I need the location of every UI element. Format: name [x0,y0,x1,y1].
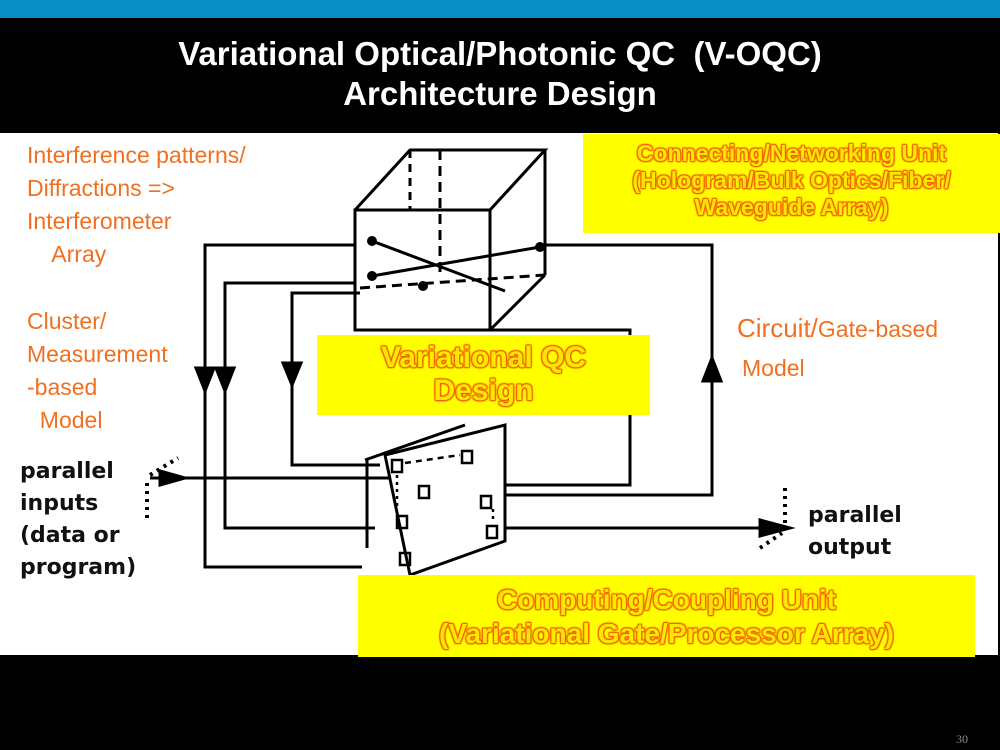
parallel-inputs-label: parallel inputs (data or program) [20,459,137,580]
title-line-2: Architecture Design [343,75,657,112]
title-line-1: Variational Optical/Photonic QC (V-OQC) [178,35,822,72]
feedback-loops [150,243,796,569]
circuit-model-label: Circuit/Gate-based [737,312,938,346]
variational-qc-design-box: Variational QC Design [317,335,650,415]
interferometer-cube [353,148,549,332]
interference-label: Interference patterns/ Diffractions => I… [27,142,246,267]
circuit-label-part: Circuit/ [737,313,818,343]
cluster-model-label: Cluster/ Measurement -based Model [27,308,168,433]
model-label: Model [742,355,805,381]
processor-plate [364,423,507,577]
slide-title: Variational Optical/Photonic QC (V-OQC) … [0,34,1000,114]
page-number: 30 [956,732,968,746]
computing-unit-box: Computing/Coupling Unit (Variational Gat… [358,575,975,657]
gate-based-label-part: Gate-based [817,316,939,342]
architecture-diagram [145,148,796,577]
parallel-output-label: parallel output [808,503,902,560]
top-accent-bar [0,0,1000,18]
connecting-unit-box: Connecting/Networking Unit (Hologram/Bul… [583,134,1000,233]
io-dots [145,456,787,550]
